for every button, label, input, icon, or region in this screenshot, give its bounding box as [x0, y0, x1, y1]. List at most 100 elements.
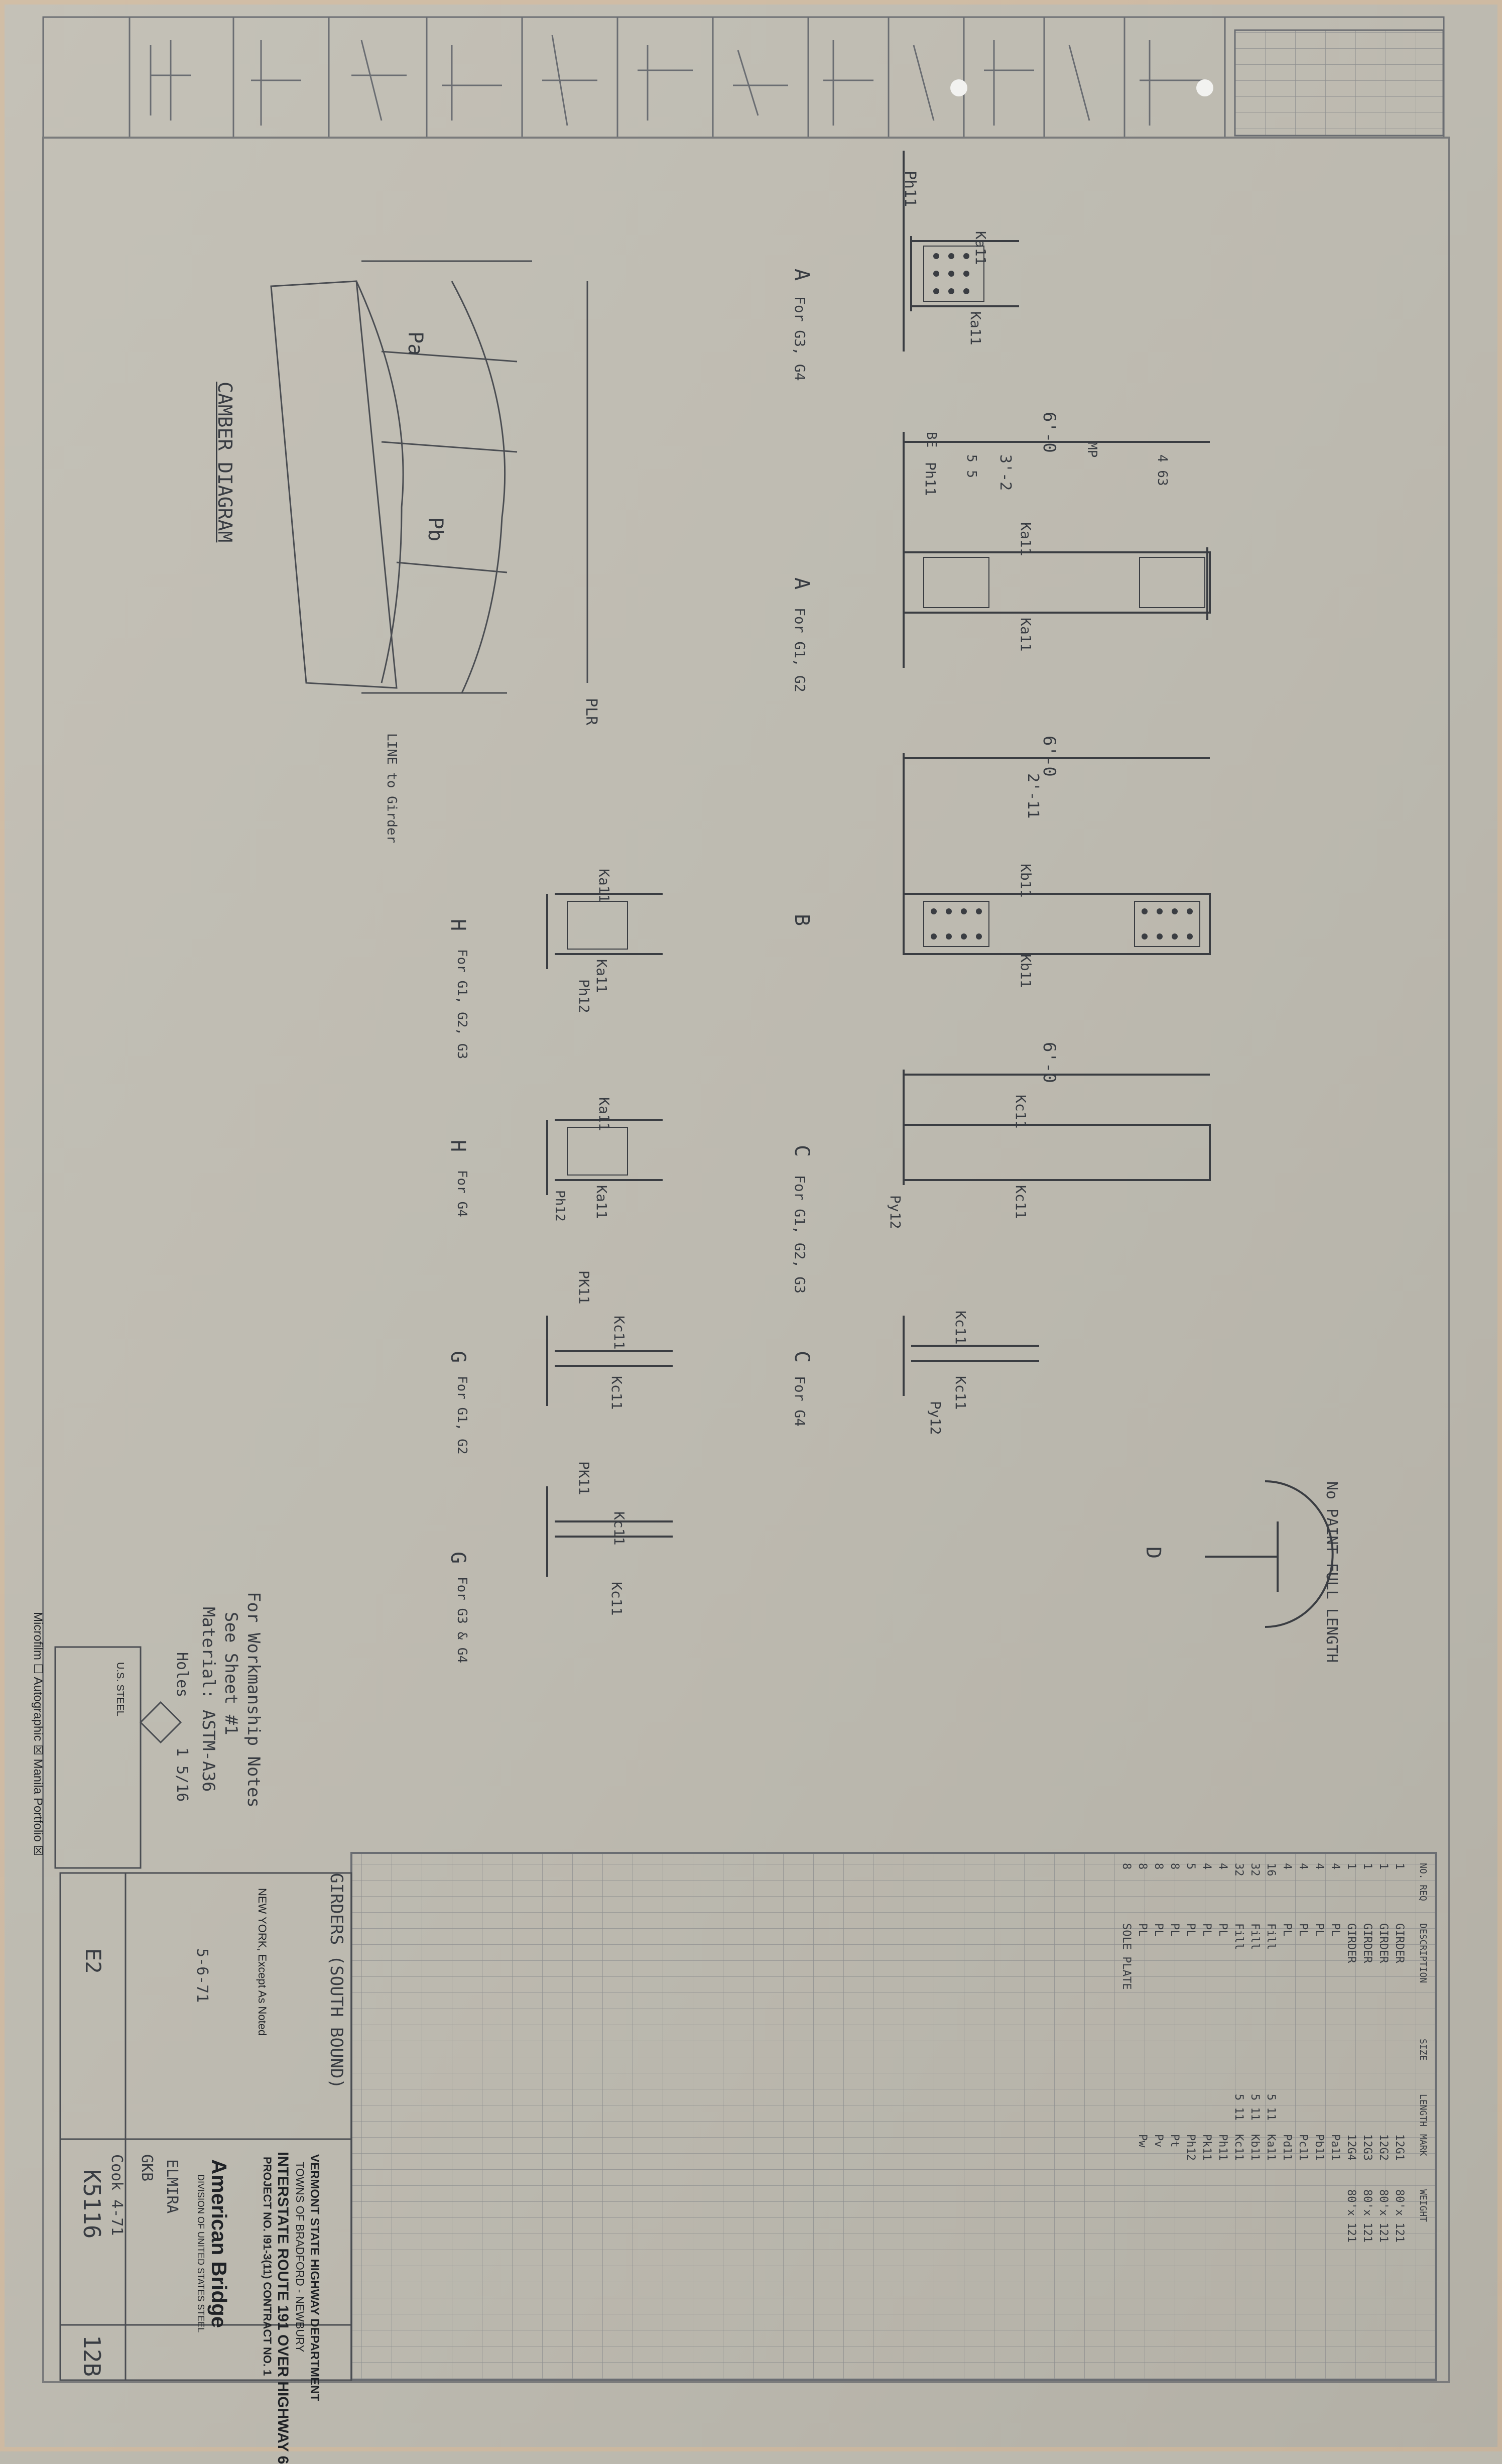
- detail-h-upper-mark-ka11-a: Ka11: [596, 869, 612, 903]
- detail-a-mid-be: BE: [924, 432, 939, 448]
- girders-heading: GIRDERS (SOUTH BOUND): [326, 1873, 346, 2089]
- bill-cell: 80'x 121: [1345, 2189, 1357, 2243]
- bill-header-size: SIZE: [1418, 2039, 1428, 2061]
- title-sheet-no: 12B: [78, 2335, 105, 2377]
- camber-plr: PLR: [582, 698, 600, 726]
- bill-cell: GIRDER: [1377, 1923, 1390, 1963]
- bill-cell: PL: [1168, 1923, 1181, 1937]
- detail-g-lower-label: G: [446, 1552, 469, 1564]
- bill-cell: PL: [1136, 1923, 1149, 1937]
- bill-cell: Ph11: [1216, 2134, 1229, 2161]
- bill-cell: Ka11: [1265, 2134, 1277, 2161]
- detail-h-lower-mark-ka11-b: Ka11: [593, 1185, 610, 1219]
- detail-g-upper-mark-pk11: PK11: [576, 1270, 592, 1305]
- microfilm-note: Microfilm ☐ Autographic ☒ Manila Portfol…: [31, 1612, 45, 1856]
- bill-cell: Pw: [1136, 2134, 1149, 2148]
- bill-cell: 4: [1200, 1863, 1213, 1870]
- bill-of-material-grid: [350, 1852, 1437, 2381]
- detail-d-note: No PAINT FULL LENGTH: [1323, 1481, 1340, 1663]
- detail-g-upper: [546, 1316, 673, 1406]
- bill-cell: Pt: [1168, 2134, 1181, 2148]
- bill-cell: 12G2: [1377, 2134, 1390, 2161]
- drawing-border: [42, 137, 1450, 2383]
- bill-cell: Fill: [1265, 1923, 1277, 1950]
- detail-a-middle: [903, 432, 1211, 668]
- title-shop: ELMIRA: [163, 2159, 181, 2214]
- bill-cell: 1: [1377, 1863, 1390, 1870]
- bill-cell: 1: [1393, 1863, 1406, 1870]
- detail-g-upper-mark-kc11-a: Kc11: [611, 1316, 628, 1350]
- bill-cell: 4: [1297, 1863, 1309, 1870]
- punch-hole-right: [1196, 79, 1213, 96]
- detail-b-bolts: [931, 908, 1193, 940]
- bill-cell: 1: [1361, 1863, 1373, 1870]
- detail-d-label: D: [1142, 1547, 1165, 1559]
- detail-a-mid-mark-ka11-a: Ka11: [1018, 522, 1034, 556]
- bill-header-no-req: NO. REQ: [1418, 1863, 1428, 1901]
- detail-a-mid-dim-6ft: 6'-0: [1039, 412, 1059, 453]
- title-dept: VERMONT STATE HIGHWAY DEPARTMENT: [308, 2154, 321, 2402]
- bill-cell: 1: [1345, 1863, 1357, 1870]
- bill-cell: Kb11: [1248, 2134, 1261, 2161]
- title-project: PROJECT NO. I91-3(11) CONTRACT NO. 1: [261, 2157, 274, 2376]
- detail-a-top-label: A: [790, 269, 813, 281]
- title-checked: Cook 4-71: [108, 2154, 126, 2236]
- bill-cell: PL: [1184, 1923, 1197, 1937]
- bill-cell: PL: [1313, 1923, 1325, 1937]
- detail-a-mid-dim-5-5: 5 5: [964, 454, 979, 478]
- detail-c-upper: [903, 1070, 1211, 1185]
- detail-c-upper-mark-kc11-a: Kc11: [1013, 1095, 1029, 1129]
- title-date: 5-6-71: [193, 1948, 211, 2003]
- bill-cell: 8: [1168, 1863, 1181, 1870]
- bill-cell: 32: [1232, 1863, 1245, 1876]
- stamp: [54, 1646, 182, 1869]
- bill-cell: Pa11: [1329, 2134, 1341, 2161]
- detail-c-upper-label: C: [790, 1145, 813, 1157]
- detail-c-upper-mark-py12: Py12: [887, 1195, 904, 1229]
- stamp-text: U.S. STEEL: [114, 1662, 126, 1716]
- detail-c-lower-note: For G4: [792, 1376, 808, 1427]
- detail-b-mark-kb11-b: Kb11: [1018, 954, 1034, 988]
- bill-cell: 4: [1281, 1863, 1293, 1870]
- bill-cell: 80'x 121: [1361, 2189, 1373, 2243]
- title-block: [59, 1872, 352, 2381]
- bill-cell: Ph12: [1184, 2134, 1197, 2161]
- detail-c-upper-note: For G1, G2, G3: [792, 1175, 808, 1294]
- bill-cell: PL: [1152, 1923, 1165, 1937]
- bill-cell: Pc11: [1297, 2134, 1309, 2161]
- detail-g-lower: [546, 1486, 673, 1577]
- camber-line-to-girder: LINE to Girder: [384, 733, 399, 844]
- detail-g-upper-label: G: [446, 1351, 469, 1363]
- detail-g-upper-note: For G1, G2: [454, 1376, 469, 1455]
- detail-b-label: B: [790, 914, 813, 926]
- title-drawn: GKB: [138, 2154, 156, 2182]
- bill-header-mark: MARK: [1418, 2134, 1428, 2156]
- detail-a-mid-label: A: [790, 577, 813, 590]
- note-see-sheet: See Sheet #1: [221, 1612, 241, 1735]
- detail-a-top-mark-ka11-b: Ka11: [967, 311, 984, 345]
- title-contract: K5116: [78, 2169, 105, 2239]
- punch-hole-left: [950, 79, 967, 96]
- bill-cell: 5 11: [1248, 2094, 1261, 2121]
- bill-cell: SOLE PLATE: [1120, 1923, 1133, 1990]
- bill-cell: 12G3: [1361, 2134, 1373, 2161]
- note-holes-size: 1 5/16: [173, 1747, 191, 1802]
- title-note-ny: NEW YORK, Except As Noted: [256, 1888, 269, 2036]
- detail-h-lower: [546, 1119, 663, 1195]
- bill-cell: 4: [1216, 1863, 1229, 1870]
- detail-b-mark-kb11-a: Kb11: [1018, 864, 1034, 898]
- bill-cell: 8: [1136, 1863, 1149, 1870]
- detail-g-lower-mark-kc11-b: Kc11: [608, 1582, 625, 1616]
- detail-a-top: [903, 151, 1019, 351]
- detail-a-mid-mark-ka11-b: Ka11: [1018, 618, 1034, 652]
- camber-piece-a: Pa: [404, 331, 427, 356]
- detail-a-mid-note: For G1, G2: [792, 608, 808, 692]
- detail-h-lower-mark-ka11-a: Ka11: [596, 1097, 612, 1131]
- detail-h-upper: [546, 893, 663, 969]
- bill-cell: PL: [1281, 1923, 1293, 1937]
- detail-c-lower-mark-kc11-a: Kc11: [952, 1311, 969, 1345]
- bill-cell: Kc11: [1232, 2134, 1245, 2161]
- camber-piece-b: Pb: [424, 517, 447, 542]
- camber-diagram: [270, 260, 588, 694]
- detail-c-lower-label: C: [790, 1351, 813, 1363]
